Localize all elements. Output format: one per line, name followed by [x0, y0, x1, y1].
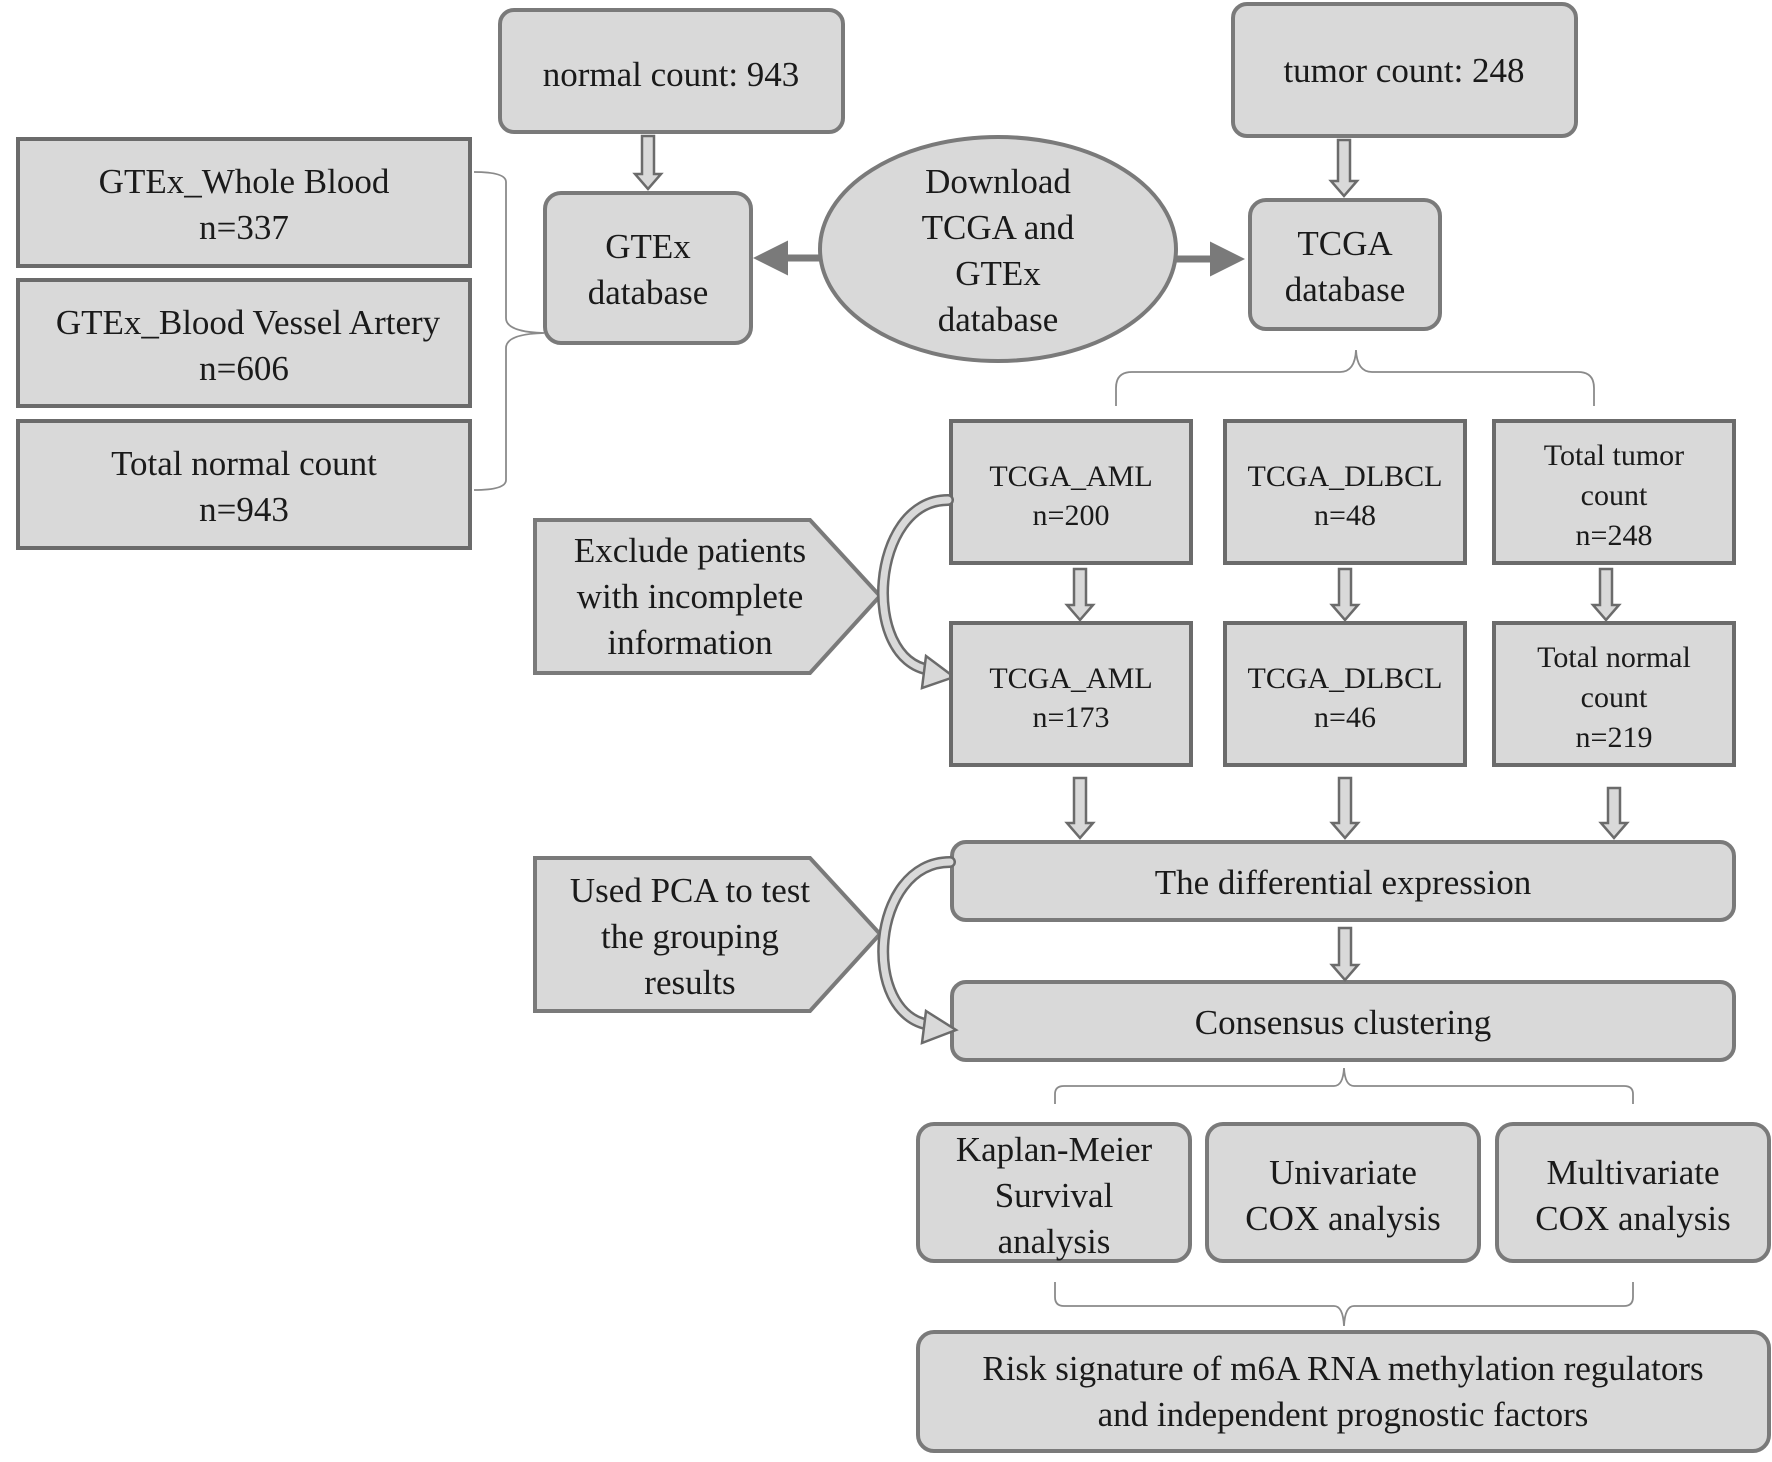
gtex-database-line1: GTEx — [605, 227, 691, 266]
dlbcl-down-arrow — [1329, 567, 1361, 622]
tumor-to-tcga-arrow — [1328, 138, 1360, 198]
gtex-whole-blood-name: GTEx_Whole Blood — [99, 162, 390, 201]
download-line1: Download — [925, 162, 1071, 201]
normal-to-gtex-arrow — [632, 134, 664, 191]
tcga-dlbcl-before-name: TCGA_DLBCL — [1248, 460, 1443, 493]
risk-signature-box: Risk signature of m6A RNA methylation re… — [916, 1330, 1771, 1453]
multivariate-line1: Multivariate — [1546, 1153, 1719, 1192]
tcga-dlbcl-before-box: TCGA_DLBCL n=48 — [1223, 419, 1467, 565]
analysis-group-bracket — [1054, 1067, 1634, 1104]
pca-line2: the grouping — [601, 917, 779, 956]
differential-to-consensus-arrow — [1329, 926, 1361, 982]
pca-line3: results — [644, 963, 735, 1002]
multivariate-line2: COX analysis — [1535, 1199, 1730, 1238]
download-line3: GTEx — [955, 254, 1041, 293]
gtex-total-normal-count: n=943 — [199, 490, 289, 529]
kaplan-meier-line3: analysis — [998, 1222, 1111, 1261]
consensus-clustering-box: Consensus clustering — [950, 980, 1736, 1062]
pca-curved-arrow — [877, 856, 959, 1045]
tcga-database-box: TCGA database — [1248, 198, 1442, 331]
total-tumor-count: n=248 — [1576, 519, 1653, 552]
univariate-box: Univariate COX analysis — [1205, 1122, 1481, 1263]
tcga-group-bracket — [1115, 349, 1595, 406]
tcga-aml-after-box: TCGA_AML n=173 — [949, 621, 1193, 767]
kaplan-meier-box: Kaplan-Meier Survival analysis — [916, 1122, 1192, 1263]
gtex-blood-vessel-name: GTEx_Blood Vessel Artery — [56, 303, 441, 342]
gtex-blood-vessel-box: GTEx_Blood Vessel Artery n=606 — [16, 278, 472, 408]
total-tumor-box: Total tumor count n=248 — [1492, 419, 1736, 565]
gtex-database-line2: database — [588, 273, 708, 312]
tumor-to-normal-arrow — [1590, 567, 1622, 622]
download-ellipse: Download TCGA and GTEx database — [818, 135, 1178, 363]
normal-to-differential-arrow — [1598, 786, 1630, 840]
gtex-whole-blood-count: n=337 — [199, 208, 289, 247]
exclude-patients-callout: Exclude patients with incomplete informa… — [533, 518, 883, 675]
pca-line1: Used PCA to test — [570, 871, 810, 910]
tcga-dlbcl-after-box: TCGA_DLBCL n=46 — [1223, 621, 1467, 767]
tcga-aml-after-count: n=173 — [1033, 701, 1110, 734]
total-normal-after-line1: Total normal — [1537, 641, 1691, 674]
total-normal-after-count: n=219 — [1576, 721, 1653, 754]
risk-signature-line2: and independent prognostic factors — [1098, 1395, 1589, 1434]
multivariate-box: Multivariate COX analysis — [1495, 1122, 1771, 1263]
exclude-line1: Exclude patients — [574, 531, 806, 570]
normal-count-box: normal count: 943 — [498, 8, 845, 134]
tcga-dlbcl-after-name: TCGA_DLBCL — [1248, 662, 1443, 695]
dlbcl-to-differential-arrow — [1329, 776, 1361, 840]
tcga-aml-before-box: TCGA_AML n=200 — [949, 419, 1193, 565]
aml-down-arrow — [1064, 567, 1096, 622]
tcga-database-line1: TCGA — [1297, 224, 1393, 263]
gtex-database-box: GTEx database — [543, 191, 753, 345]
univariate-line1: Univariate — [1269, 1153, 1417, 1192]
univariate-line2: COX analysis — [1245, 1199, 1440, 1238]
exclude-line2: with incomplete — [577, 577, 803, 616]
download-line2: TCGA and — [922, 208, 1075, 247]
tcga-database-line2: database — [1285, 270, 1405, 309]
kaplan-meier-line2: Survival — [995, 1176, 1114, 1215]
tumor-count-box: tumor count: 248 — [1231, 2, 1578, 138]
gtex-total-normal-name: Total normal count — [111, 444, 377, 483]
exclude-line3: information — [607, 623, 772, 662]
exclude-curved-arrow — [877, 494, 957, 690]
download-line4: database — [938, 300, 1058, 339]
pca-callout: Used PCA to test the grouping results — [533, 856, 883, 1013]
tcga-aml-before-count: n=200 — [1033, 499, 1110, 532]
consensus-clustering-label: Consensus clustering — [1195, 1003, 1492, 1042]
flow-arrows — [632, 134, 1630, 982]
tcga-aml-after-name: TCGA_AML — [989, 662, 1152, 695]
kaplan-meier-line1: Kaplan-Meier — [956, 1130, 1153, 1169]
gtex-total-normal-box: Total normal count n=943 — [16, 419, 472, 550]
gtex-whole-blood-box: GTEx_Whole Blood n=337 — [16, 137, 472, 268]
tumor-count-label: tumor count: 248 — [1283, 51, 1524, 90]
gtex-group-bracket — [473, 171, 545, 491]
tcga-dlbcl-after-count: n=46 — [1314, 701, 1376, 734]
tcga-dlbcl-before-count: n=48 — [1314, 499, 1376, 532]
normal-count-label: normal count: 943 — [543, 55, 800, 94]
differential-expression-box: The differential expression — [950, 840, 1736, 922]
total-tumor-line2: count — [1581, 479, 1648, 512]
risk-group-bracket — [1054, 1282, 1634, 1327]
total-tumor-line1: Total tumor — [1544, 439, 1684, 472]
aml-to-differential-arrow — [1064, 776, 1096, 840]
risk-signature-line1: Risk signature of m6A RNA methylation re… — [982, 1349, 1703, 1388]
total-normal-after-box: Total normal count n=219 — [1492, 621, 1736, 767]
gtex-blood-vessel-count: n=606 — [199, 349, 289, 388]
tcga-aml-before-name: TCGA_AML — [989, 460, 1152, 493]
differential-expression-label: The differential expression — [1155, 863, 1531, 902]
total-normal-after-line2: count — [1581, 681, 1648, 714]
